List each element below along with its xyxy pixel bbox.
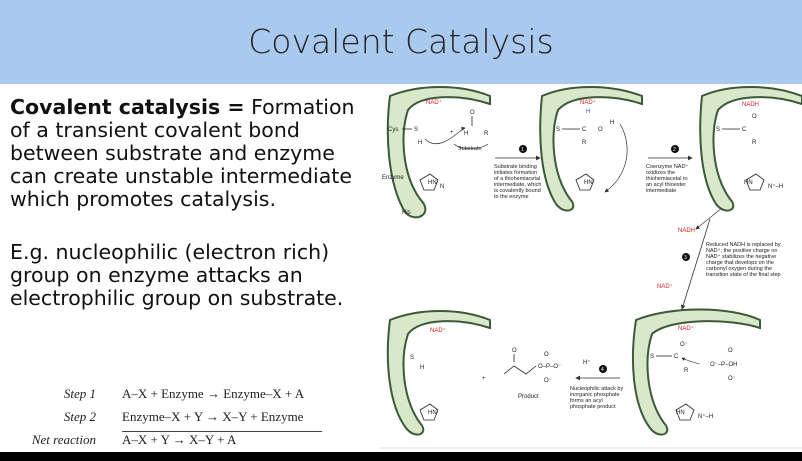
svg-text:O⁻: O⁻ [544, 378, 552, 384]
mechanism-diagram: NAD⁺ Cys Enzyme His S H HN N O H R + Sub… [380, 86, 802, 449]
step1-text: Substrate binding initiates formation of… [494, 164, 543, 200]
step3-annotation: NADH 3 NAD⁺ Reduced NADH is replaced by … [657, 207, 782, 310]
substrate-label: Substrate [458, 146, 482, 152]
svg-text:+: + [482, 376, 486, 382]
definition-paragraph: Covalent catalysis = Formation of a tran… [10, 96, 360, 211]
enzyme-label: Enzyme [382, 175, 404, 181]
step4-annotation: H⁺ 4 Nucleophilic attack by inorganic ph… [570, 359, 625, 410]
step3-number: 3 [684, 255, 687, 261]
svg-text:S: S [716, 127, 720, 133]
svg-text:H: H [586, 109, 590, 115]
svg-text:H: H [420, 365, 424, 371]
svg-text:O⁻: O⁻ [680, 342, 688, 348]
step1-number: 1 [521, 147, 524, 153]
svg-text:H: H [418, 140, 422, 146]
svg-text:HN: HN [584, 180, 593, 186]
page-title: Covalent Catalysis [248, 22, 554, 61]
svg-text:R: R [484, 131, 489, 137]
svg-text:N⁺–H: N⁺–H [698, 413, 713, 420]
step-label: Step 2 [63, 409, 96, 424]
svg-text:S: S [414, 127, 418, 133]
svg-text:+: + [450, 130, 454, 136]
nadh-label: NADH [678, 228, 695, 234]
svg-text:HN: HN [428, 180, 437, 186]
h-plus-label: H⁺ [583, 359, 591, 366]
step-equation: A–X + Enzyme → Enzyme–X + A [122, 386, 305, 401]
svg-text:R: R [684, 368, 689, 374]
svg-text:H: H [464, 131, 468, 137]
nad-label: NAD⁺ [657, 283, 673, 290]
svg-text:O⁻: O⁻ [728, 376, 736, 382]
enzyme-pocket-5: NAD⁺ S C O⁻ R O⁻–P–OH O O⁻ HN N⁺–H [632, 308, 761, 436]
svg-text:C: C [582, 127, 587, 133]
enzyme-pocket-1: NAD⁺ Cys Enzyme His S H HN N O H R + Sub… [382, 86, 491, 219]
nad-label: NAD⁺ [430, 327, 446, 334]
svg-text:HN: HN [744, 180, 753, 186]
svg-text:O–P–O⁻: O–P–O⁻ [538, 364, 561, 370]
svg-text:S: S [410, 355, 414, 361]
svg-text:C: C [742, 127, 747, 133]
svg-text:S: S [650, 354, 654, 360]
svg-text:HN: HN [428, 410, 437, 416]
svg-text:O⁻–P–OH: O⁻–P–OH [710, 362, 738, 368]
svg-text:HN: HN [676, 410, 685, 416]
svg-text:N⁺–H: N⁺–H [768, 183, 783, 190]
step-label: Step 1 [63, 386, 96, 401]
nad-label: NAD⁺ [678, 325, 694, 332]
example-paragraph: E.g. nucleophilic (electron rich) group … [10, 240, 344, 310]
definition-text: Formation of a transient covalent bond b… [10, 95, 355, 211]
svg-text:H: H [610, 120, 614, 126]
svg-text:R: R [582, 140, 587, 146]
svg-text:C: C [674, 354, 679, 360]
nadh-label: NADH [742, 102, 759, 108]
step4-number: 4 [601, 367, 604, 373]
step2-annotation: 2 Coenzyme NAD⁺ oxidizes the thiohemiace… [646, 145, 693, 194]
step2-text: Coenzyme NAD⁺ oxidizes the thiohemiaceta… [646, 163, 690, 194]
enzyme-pocket-3: NADH S C O R HN N⁺–H [699, 86, 802, 212]
step3-text: Reduced NADH is replaced by NAD⁺; the po… [706, 242, 782, 278]
his-label: His [402, 210, 411, 216]
bottom-bar [0, 452, 802, 461]
product-molecule: O O–P–O⁻ O O⁻ Product [503, 348, 561, 400]
svg-text:O: O [470, 110, 475, 116]
step4-text: Nucleophilic attack by inorganic phospha… [570, 386, 625, 410]
step-label: Net reaction [31, 432, 96, 447]
step1-annotation: 1 Substrate binding initiates formation … [494, 145, 543, 200]
step2-number: 2 [673, 147, 676, 153]
enzyme-pocket-2: NAD⁺ H S C O H R HN [539, 86, 643, 212]
step-equation: Enzyme–X + Y → X–Y + Enzyme [122, 409, 304, 424]
svg-text:O: O [728, 348, 733, 354]
definition-term: Covalent catalysis = [10, 95, 245, 119]
cys-label: Cys [388, 127, 398, 133]
svg-text:O: O [752, 114, 757, 120]
product-label: Product [518, 394, 539, 400]
enzyme-pocket-4: NAD⁺ S H HN + [386, 310, 491, 436]
svg-text:O: O [598, 127, 603, 133]
svg-text:R: R [752, 140, 757, 146]
title-banner [0, 0, 802, 84]
svg-text:N: N [440, 184, 444, 190]
step-equation: A–X + Y → X–Y + A [122, 432, 237, 447]
svg-text:O: O [512, 348, 517, 354]
nad-label: NAD⁺ [426, 99, 442, 106]
sum-line [122, 431, 322, 432]
svg-text:O: O [544, 352, 549, 358]
svg-text:S: S [556, 127, 560, 133]
nad-label: NAD⁺ [580, 99, 596, 106]
